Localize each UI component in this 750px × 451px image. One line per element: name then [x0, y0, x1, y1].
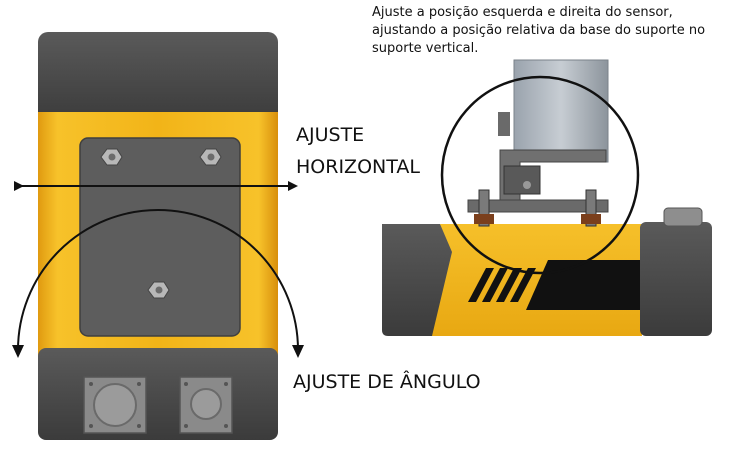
bolt-right — [581, 189, 601, 227]
horizontal-label-line2: HORIZONTAL — [296, 156, 420, 178]
connector-right — [179, 376, 233, 434]
bottom-end-cap — [38, 348, 278, 440]
top-connector — [663, 207, 703, 227]
vertical-support — [513, 59, 609, 163]
right-end-cap-side — [640, 222, 712, 336]
note-line-3: suporte vertical. — [372, 41, 479, 56]
angle-label: AJUSTE DE ÂNGULO — [293, 371, 481, 393]
bracket-base — [467, 199, 609, 213]
angle-arrowhead-right — [292, 345, 304, 358]
instruction-note: Ajuste a posição esquerda e direita do s… — [372, 4, 748, 58]
nut-top-left — [100, 148, 123, 166]
mounting-plate — [79, 137, 241, 337]
side-view — [382, 59, 712, 336]
horizontal-label-line1: AJUSTE — [296, 124, 365, 146]
angle-arrowhead-left — [12, 345, 24, 358]
connector-left — [83, 376, 147, 434]
bolt-left — [474, 189, 494, 227]
note-line-1: Ajuste a posição esquerda e direita do s… — [372, 5, 673, 20]
nut-bottom — [147, 281, 170, 299]
bracket-arm — [499, 149, 607, 201]
bracket-clamp — [503, 165, 541, 195]
nut-top-right — [199, 148, 222, 166]
magnifier-circle — [440, 75, 640, 275]
front-view — [12, 32, 304, 440]
note-line-2: ajustando a posição relativa da base do … — [372, 23, 706, 38]
top-end-cap — [38, 32, 278, 122]
angle-arc-arrow — [17, 209, 299, 351]
